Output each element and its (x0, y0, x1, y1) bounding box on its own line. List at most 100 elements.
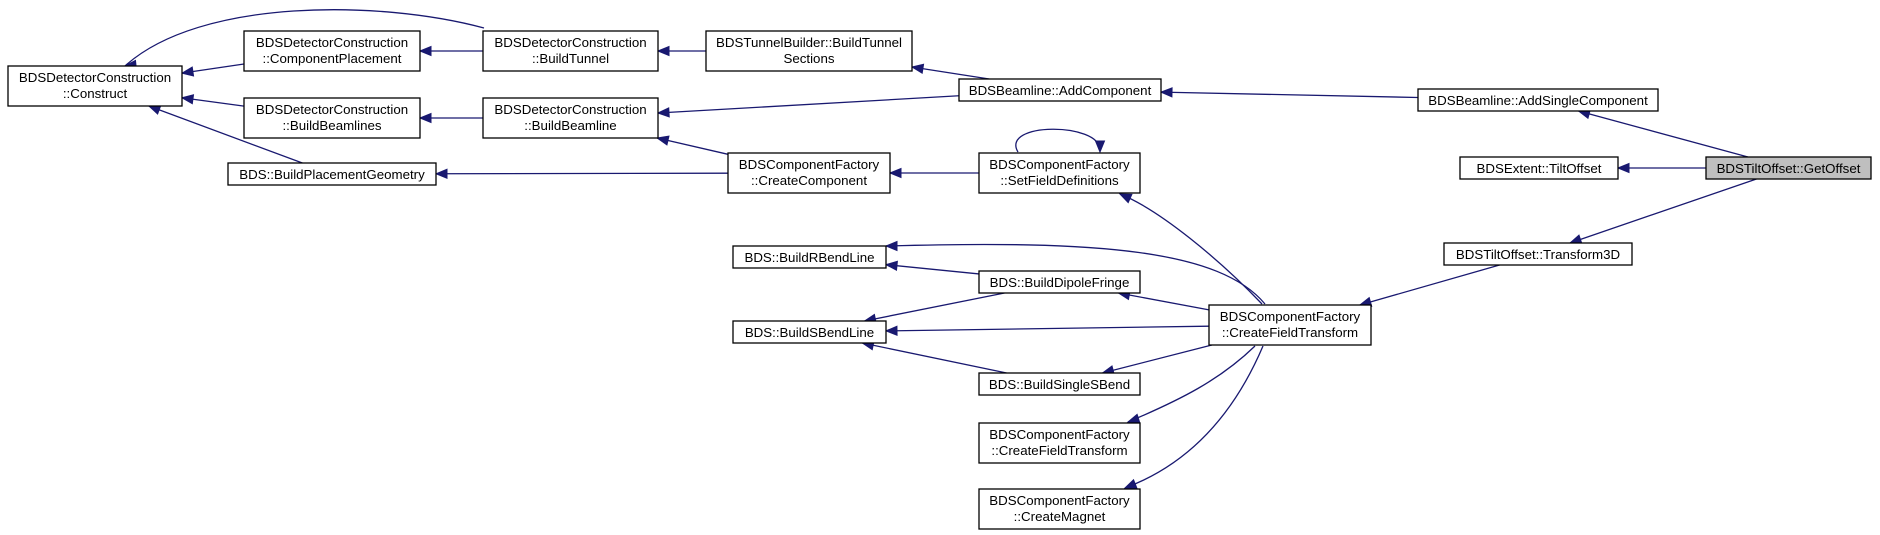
node-label-line: BDSDetectorConstruction (256, 102, 408, 117)
node-box (727, 152, 891, 194)
edge-build-beamline-to-build-beamlines-arrowhead (418, 112, 432, 124)
node-box (482, 97, 659, 139)
node-box (1417, 88, 1659, 112)
edge-create-field-transform-to-create-field-transform-left (1127, 345, 1256, 423)
node-build-beamline[interactable]: BDSDetectorConstruction::BuildBeamline (482, 97, 659, 139)
node-label-line: ::SetFieldDefinitions (1000, 173, 1119, 188)
node-label-line: BDSExtent::TiltOffset (1477, 161, 1602, 176)
edge-create-field-transform-to-build-sbendline (885, 325, 1210, 332)
node-label-line: BDSComponentFactory (1220, 309, 1361, 324)
node-box (978, 422, 1141, 464)
node-build-rbendline[interactable]: BDS::BuildRBendLine (732, 245, 887, 269)
edge-get-offset-to-add-single-component (1578, 110, 1749, 158)
node-extent-tilt-offset[interactable]: BDSExtent::TiltOffset (1459, 156, 1619, 180)
edge-create-field-transform-to-build-single-sbend (1102, 344, 1213, 374)
node-box (705, 30, 913, 72)
node-box (243, 97, 421, 139)
edge-set-field-definitions-to-set-field-definitions (1015, 128, 1101, 153)
edge-create-field-transform-to-set-field-definitions (1119, 193, 1263, 305)
node-label-line: Sections (784, 51, 835, 66)
edge-build-tunnel-to-construct (124, 9, 485, 67)
node-label-line: ::BuildBeamline (524, 118, 616, 133)
node-label-line: BDS::BuildSingleSBend (989, 377, 1130, 392)
node-build-placement-geometry[interactable]: BDS::BuildPlacementGeometry (227, 162, 437, 186)
edge-create-component-to-build-placement-geometry-arrowhead (434, 168, 448, 180)
node-label-line: BDSComponentFactory (989, 427, 1130, 442)
node-component-placement[interactable]: BDSDetectorConstruction::ComponentPlacem… (243, 30, 421, 72)
node-set-field-definitions[interactable]: BDSComponentFactory::SetFieldDefinitions (978, 152, 1141, 194)
edge-create-field-transform-to-set-field-definitions-arrowhead (1118, 193, 1133, 204)
edge-transform-3d-to-create-field-transform (1359, 264, 1500, 306)
node-box (978, 270, 1141, 294)
node-label-line: ::CreateFieldTransform (1222, 325, 1358, 340)
node-label-line: BDS::BuildRBendLine (744, 250, 874, 265)
edge-create-component-to-build-placement-geometry (435, 172, 729, 175)
edge-set-field-definitions-to-set-field-definitions-arrowhead (1094, 140, 1106, 154)
node-label-line: BDS::BuildDipoleFringe (990, 275, 1130, 290)
node-get-offset[interactable]: BDSTiltOffset::GetOffset (1705, 156, 1872, 180)
node-create-component[interactable]: BDSComponentFactory::CreateComponent (727, 152, 891, 194)
edge-component-placement-to-construct-arrowhead (180, 66, 195, 77)
node-box (958, 78, 1162, 102)
edge-create-field-transform-to-build-sbendline-arrowhead (884, 325, 898, 336)
edge-create-field-transform-to-build-rbendline-arrowhead (884, 240, 898, 252)
node-create-field-transform-left[interactable]: BDSComponentFactory::CreateFieldTransfor… (978, 422, 1141, 464)
node-label-line: BDSComponentFactory (989, 493, 1130, 508)
node-build-single-sbend[interactable]: BDS::BuildSingleSBend (978, 372, 1141, 396)
node-box (732, 245, 887, 269)
edge-build-dipole-fringe-to-build-sbendline (864, 292, 1005, 322)
edge-create-field-transform-to-build-dipole-fringe (1118, 292, 1210, 311)
node-add-component[interactable]: BDSBeamline::AddComponent (958, 78, 1162, 102)
node-label-line: ::CreateFieldTransform (991, 443, 1127, 458)
edge-get-offset-to-extent-tilt-offset-arrowhead (1616, 162, 1630, 174)
node-box (227, 162, 437, 186)
node-create-field-transform[interactable]: BDSComponentFactory::CreateFieldTransfor… (1208, 304, 1372, 346)
node-add-single-component[interactable]: BDSBeamline::AddSingleComponent (1417, 88, 1659, 112)
node-box (482, 30, 659, 72)
edge-tunnel-builder-to-build-tunnel-arrowhead (656, 45, 670, 57)
node-layer: BDSDetectorConstruction::ConstructBDSDet… (7, 30, 1872, 530)
node-build-dipole-fringe[interactable]: BDS::BuildDipoleFringe (978, 270, 1141, 294)
node-label-line: BDSBeamline::AddSingleComponent (1428, 93, 1648, 108)
node-create-magnet[interactable]: BDSComponentFactory::CreateMagnet (978, 488, 1141, 530)
node-box (978, 372, 1141, 396)
node-box (1208, 304, 1372, 346)
node-label-line: ::BuildTunnel (532, 51, 609, 66)
edge-create-field-transform-to-create-magnet (1124, 345, 1264, 489)
node-label-line: BDS::BuildSBendLine (745, 325, 874, 340)
edge-add-single-component-to-add-component (1160, 91, 1419, 99)
edge-create-field-transform-to-create-field-transform-left-arrowhead (1126, 413, 1141, 424)
edge-add-component-to-build-beamline-arrowhead (656, 107, 670, 118)
edge-add-component-to-build-beamline (657, 95, 960, 114)
node-build-tunnel[interactable]: BDSDetectorConstruction::BuildTunnel (482, 30, 659, 72)
node-label-line: ::BuildBeamlines (282, 118, 381, 133)
node-label-line: BDSDetectorConstruction (494, 102, 646, 117)
edge-build-placement-geometry-to-construct (148, 105, 303, 164)
node-build-sbendline[interactable]: BDS::BuildSBendLine (732, 320, 887, 344)
edge-create-component-to-build-beamline-arrowhead (655, 135, 670, 146)
node-label-line: BDSDetectorConstruction (19, 70, 171, 85)
node-label-line: BDSBeamline::AddComponent (969, 83, 1152, 98)
edge-build-dipole-fringe-to-build-rbendline-arrowhead (884, 260, 898, 272)
node-box (7, 65, 183, 107)
node-box (1459, 156, 1619, 180)
node-build-beamlines[interactable]: BDSDetectorConstruction::BuildBeamlines (243, 97, 421, 139)
edge-create-field-transform-to-build-rbendline (885, 243, 1266, 305)
node-construct[interactable]: BDSDetectorConstruction::Construct (7, 65, 183, 107)
node-box (1705, 156, 1872, 180)
node-label-line: ::CreateComponent (751, 173, 867, 188)
edge-get-offset-to-transform-3d (1569, 178, 1757, 244)
edge-layer (123, 9, 1757, 489)
node-box (978, 152, 1141, 194)
node-box (243, 30, 421, 72)
node-box (978, 488, 1141, 530)
node-label-line: BDSComponentFactory (739, 157, 880, 172)
node-label-line: ::CreateMagnet (1014, 509, 1106, 524)
node-label-line: BDSDetectorConstruction (494, 35, 646, 50)
node-box (732, 320, 887, 344)
edge-add-single-component-to-add-component-arrowhead (1159, 87, 1173, 98)
edge-build-single-sbend-to-build-sbendline (862, 342, 1007, 374)
node-transform-3d[interactable]: BDSTiltOffset::Transform3D (1443, 242, 1633, 266)
node-label-line: BDSTunnelBuilder::BuildTunnel (716, 35, 902, 50)
